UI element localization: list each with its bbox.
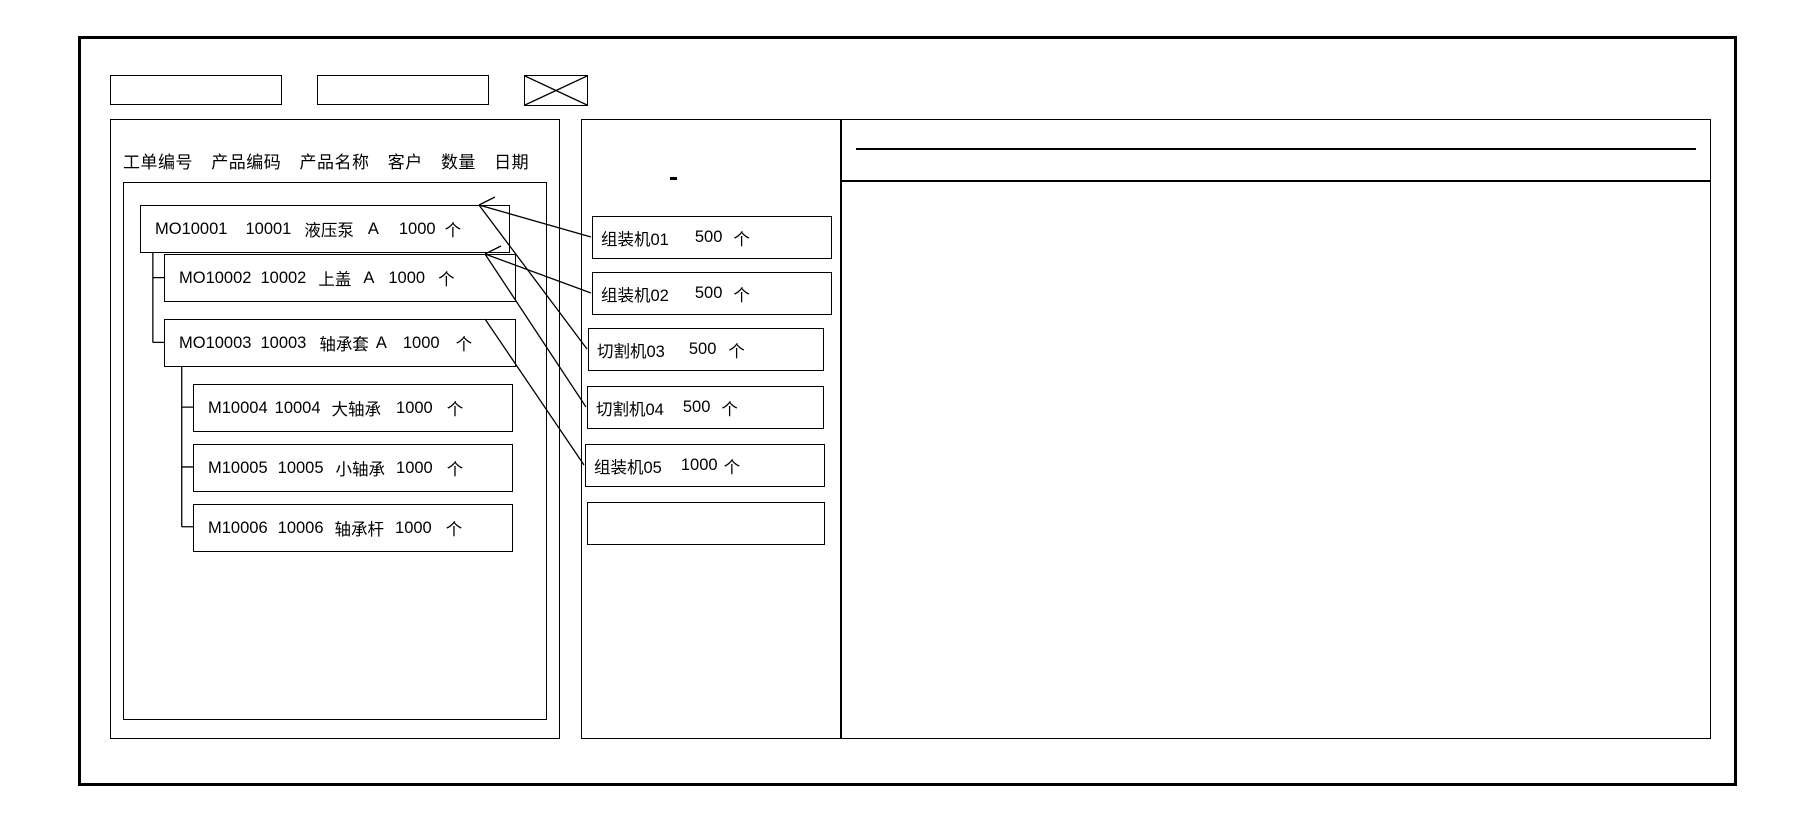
- table-row[interactable]: M10004 10004 大轴承 1000 个: [193, 384, 513, 432]
- row-order-no: MO10002: [179, 268, 252, 287]
- row-unit: 个: [446, 461, 464, 479]
- machine-unit: 个: [721, 400, 738, 419]
- list-item[interactable]: 切割机04 500 个: [587, 386, 824, 429]
- toolbar-placeholder-image-box[interactable]: [524, 74, 588, 106]
- list-item[interactable]: [587, 502, 825, 545]
- table-row[interactable]: MO10003 10003 轴承套 A 1000 个: [164, 319, 516, 367]
- panel-marker-dot: [670, 177, 677, 180]
- column-header-date: 日期: [494, 153, 530, 172]
- machine-quantity: 1000: [680, 456, 718, 474]
- column-header-product-name: 产品名称: [299, 153, 370, 172]
- row-product-name: 轴承套: [319, 336, 369, 354]
- row-product-code: 10003: [260, 333, 307, 352]
- machine-schedule-panel: 组装机01 500 个 组装机02 500 个 切割机03 500 个 切割机0…: [581, 119, 841, 739]
- toolbar: [110, 74, 588, 106]
- row-product-name: 大轴承: [331, 401, 382, 419]
- machine-quantity: 500: [694, 228, 723, 246]
- table-row[interactable]: M10006 10006 轴承杆 1000 个: [193, 504, 513, 552]
- row-order-no: MO10001: [155, 219, 228, 238]
- machine-quantity: 500: [682, 398, 711, 416]
- row-product-code: 10001: [245, 219, 292, 238]
- row-unit: 个: [446, 401, 464, 419]
- row-product-name: 轴承杆: [334, 521, 385, 539]
- work-order-column-headers: 工单编号 产品编码 产品名称 客户 数量 日期: [123, 148, 529, 173]
- machine-quantity: 500: [688, 340, 717, 358]
- row-quantity: 1000: [396, 398, 433, 417]
- row-order-no: M10005: [208, 458, 268, 477]
- row-unit: 个: [455, 336, 473, 354]
- table-row[interactable]: MO10001 10001 液压泵 A 1000 个: [140, 205, 510, 253]
- table-row[interactable]: M10005 10005 小轴承 1000 个: [193, 444, 513, 492]
- table-row[interactable]: MO10002 10002 上盖 A 1000 个: [164, 254, 516, 302]
- machine-unit: 个: [723, 458, 741, 477]
- row-order-no: M10006: [208, 518, 268, 537]
- toolbar-field-1[interactable]: [110, 75, 282, 105]
- detail-panel-header-rule: [856, 148, 1696, 150]
- row-product-code: 10006: [277, 518, 324, 537]
- machine-name: 切割机03: [597, 342, 665, 361]
- machine-unit: 个: [728, 342, 745, 361]
- machine-quantity: 500: [694, 284, 723, 302]
- work-order-tree: MO10001 10001 液压泵 A 1000 个 MO10002 10002…: [123, 182, 547, 720]
- machine-name: 组装机01: [601, 230, 669, 249]
- toolbar-field-2[interactable]: [317, 75, 489, 105]
- row-order-no: M10004: [208, 398, 268, 417]
- machine-name: 切割机04: [596, 400, 664, 419]
- detail-panel-header-rule-secondary: [842, 180, 1710, 182]
- machine-name: 组装机02: [601, 286, 669, 305]
- row-unit: 个: [445, 521, 463, 539]
- row-customer: A: [363, 268, 375, 287]
- detail-panel: [841, 119, 1711, 739]
- row-product-code: 10002: [260, 268, 307, 287]
- row-unit: 个: [438, 271, 455, 289]
- row-product-code: 10005: [277, 458, 324, 477]
- column-header-order-no: 工单编号: [123, 153, 193, 172]
- row-product-name: 小轴承: [335, 461, 386, 479]
- list-item[interactable]: 切割机03 500 个: [588, 328, 824, 371]
- machine-unit: 个: [733, 286, 750, 305]
- row-customer: A: [375, 333, 387, 352]
- list-item[interactable]: 组装机05 1000 个: [585, 444, 825, 487]
- column-header-product-code: 产品编码: [211, 153, 282, 172]
- row-customer: A: [367, 219, 379, 238]
- row-product-code: 10004: [274, 398, 321, 417]
- application-window: 工单编号 产品编码 产品名称 客户 数量 日期: [78, 36, 1737, 786]
- row-order-no: MO10003: [179, 333, 252, 352]
- row-product-name: 液压泵: [304, 222, 354, 240]
- row-quantity: 1000: [396, 458, 433, 477]
- row-quantity: 1000: [402, 333, 440, 352]
- row-quantity: 1000: [395, 518, 432, 537]
- row-quantity: 1000: [398, 219, 436, 238]
- column-header-customer: 客户: [387, 153, 423, 172]
- list-item[interactable]: 组装机02 500 个: [592, 272, 832, 315]
- machine-unit: 个: [733, 230, 750, 249]
- row-product-name: 上盖: [318, 271, 352, 289]
- cross-placeholder-icon: [525, 75, 587, 105]
- row-unit: 个: [444, 222, 462, 240]
- work-order-panel: 工单编号 产品编码 产品名称 客户 数量 日期: [110, 119, 560, 739]
- column-header-quantity: 数量: [440, 153, 476, 172]
- row-quantity: 1000: [388, 268, 426, 287]
- machine-name: 组装机05: [594, 458, 662, 477]
- list-item[interactable]: 组装机01 500 个: [592, 216, 832, 259]
